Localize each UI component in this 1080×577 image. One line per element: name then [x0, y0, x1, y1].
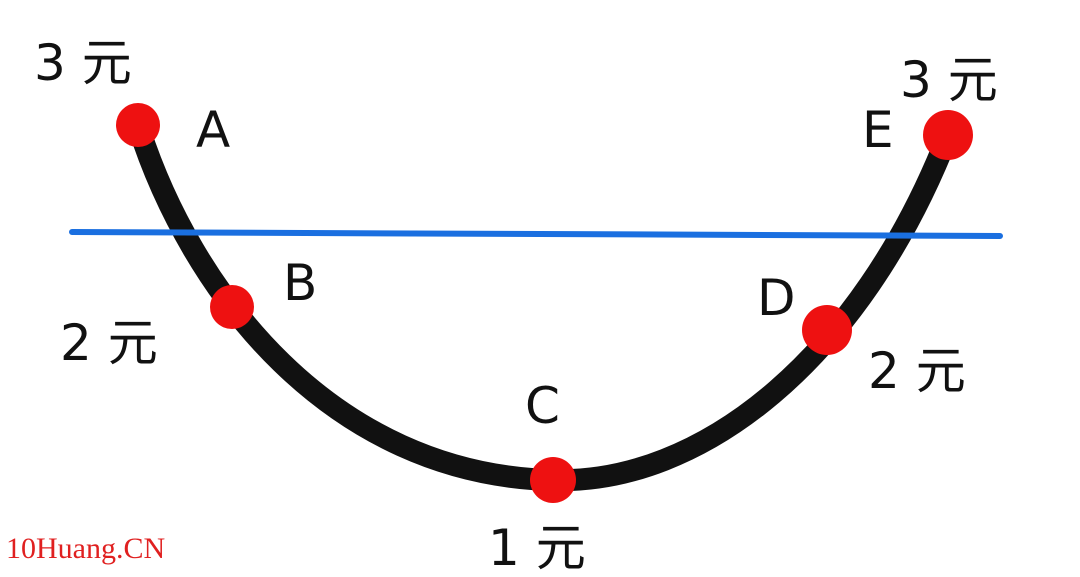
- label-d: D: [757, 269, 796, 327]
- point-a: [116, 103, 160, 147]
- price-e: 3 元: [900, 51, 998, 109]
- label-e: E: [862, 101, 894, 159]
- label-c: C: [525, 377, 560, 435]
- price-b: 2 元: [60, 314, 158, 372]
- label-a: A: [196, 101, 230, 159]
- label-b: B: [283, 254, 317, 312]
- point-e: [923, 110, 973, 160]
- point-b: [210, 285, 254, 329]
- horizontal-line: [69, 229, 1003, 239]
- price-d: 2 元: [868, 342, 966, 400]
- point-c: [530, 457, 576, 503]
- point-d: [802, 305, 852, 355]
- price-a: 3 元: [34, 34, 132, 92]
- watermark: 10Huang.CN: [6, 532, 166, 565]
- price-c: 1 元: [488, 519, 586, 577]
